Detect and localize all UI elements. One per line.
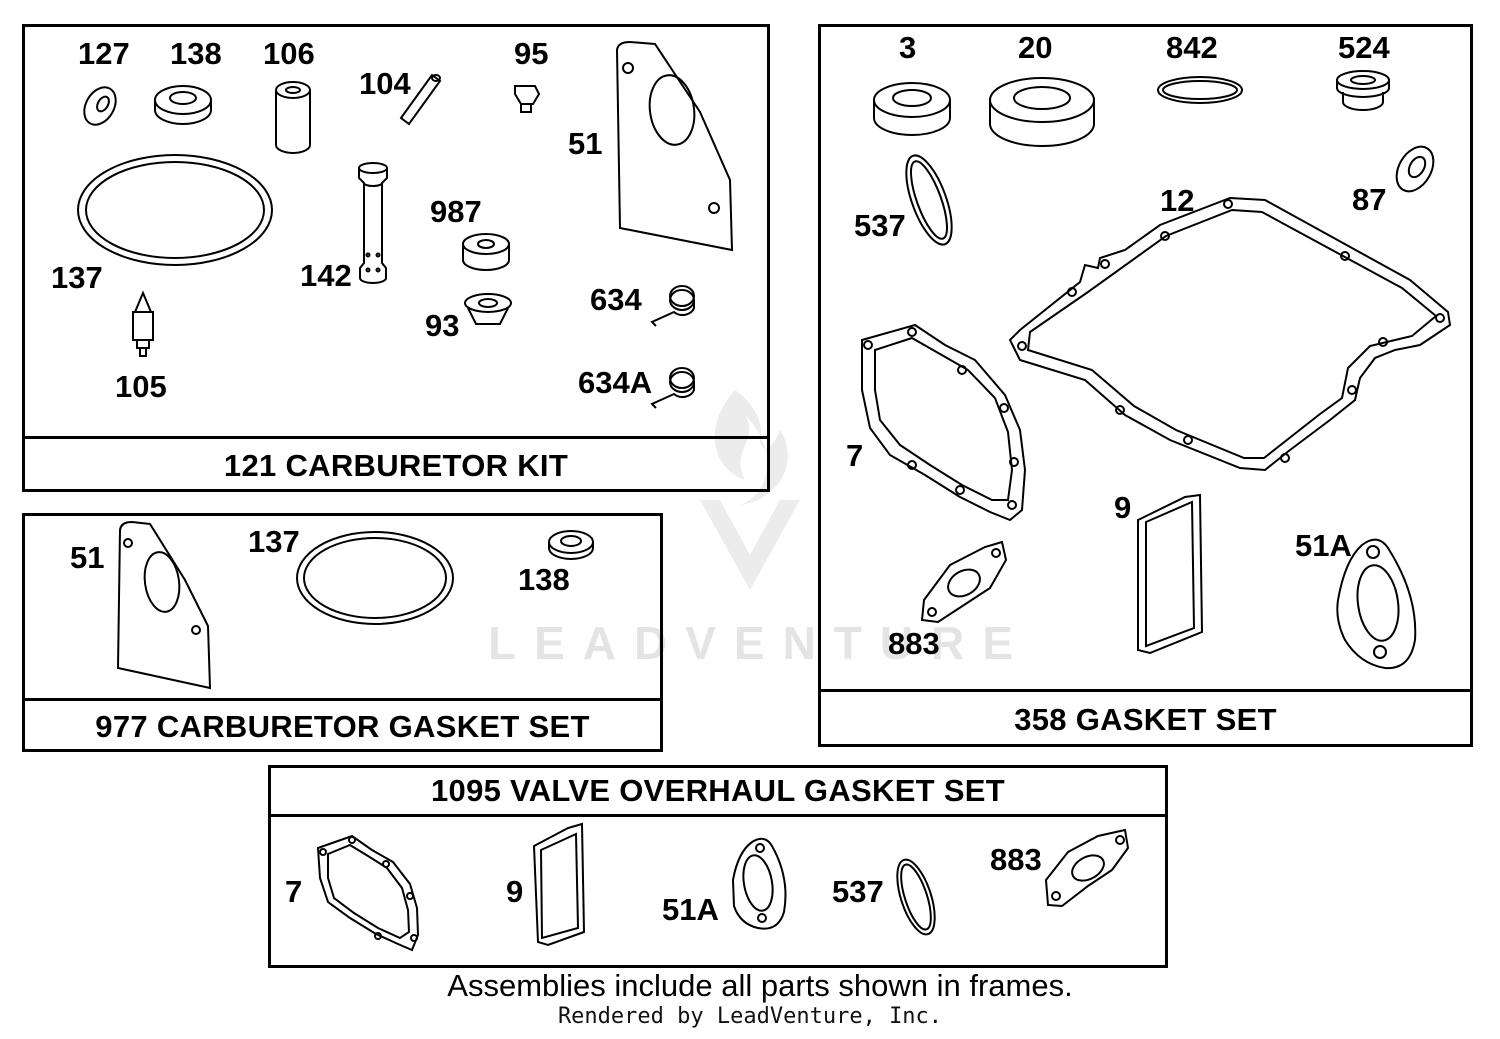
part-label: 20 [1018,30,1053,65]
part-label: 127 [78,36,130,71]
part-51-icon [118,522,210,688]
footer-note: Assemblies include all parts shown in fr… [447,968,1073,1003]
part-9-icon [1138,495,1202,653]
part-label: 106 [263,36,315,71]
part-51-icon [617,42,732,250]
part-3-icon [874,83,950,135]
part-137-icon [297,532,453,624]
part-label: 137 [248,524,300,559]
part-label: 95 [514,36,549,71]
part-label: 87 [1352,182,1387,217]
part-label: 12 [1160,183,1195,218]
part-label: 51A [662,892,719,927]
part-138-icon [155,86,211,124]
watermark-text: LEADVENTURE [488,617,1032,669]
part-label: 51 [568,126,603,161]
part-label: 7 [285,874,303,909]
part-7-icon [862,325,1025,520]
part-label: 883 [888,626,940,661]
part-537-icon [897,150,961,250]
part-12-icon [1010,198,1450,470]
part-883-icon [922,542,1006,622]
part-105-icon [133,293,153,356]
part-9-icon [534,824,584,945]
part-51a-icon [1337,540,1415,668]
part-142-icon [359,163,387,283]
part-label: 9 [1114,490,1132,525]
part-label: 104 [359,66,411,101]
part-138-icon [549,531,593,559]
part-label: 138 [518,562,570,597]
part-95-icon [515,86,539,112]
part-label: 7 [846,438,864,473]
part-label: 3 [899,30,917,65]
part-label: 987 [430,194,482,229]
part-label: 524 [1338,30,1390,65]
part-7-icon [318,836,418,950]
part-106-icon [276,82,310,153]
part-label: 93 [425,308,460,343]
part-label: 51A [1295,528,1352,563]
frame-carburetor-gasket-set: 977 CARBURETOR GASKET SET [22,513,663,752]
part-label: 9 [506,874,524,909]
part-label: 137 [51,260,103,295]
part-634-icon [652,286,694,326]
part-label: 105 [115,369,167,404]
part-842-icon [1158,77,1242,103]
part-label: 142 [300,258,352,293]
part-20-icon [990,78,1094,146]
part-label: 537 [854,208,906,243]
frame-gasket-set: 358 GASKET SET [818,24,1473,747]
part-883-icon [1046,830,1128,906]
part-51a-icon [733,839,786,929]
part-87-icon [1389,140,1441,198]
frame-valve-overhaul-set: 1095 VALVE OVERHAUL GASKET SET [268,765,1168,968]
part-label: 634A [578,365,653,400]
part-label: 51 [70,540,105,575]
part-634a-icon [652,368,694,408]
part-127-icon [78,82,122,131]
part-label: 883 [990,842,1042,877]
part-label: 537 [832,874,884,909]
part-93-icon [465,294,511,324]
kit-title: 121 CARBURETOR KIT [25,436,767,492]
frame-carburetor-kit: 121 CARBURETOR KIT [22,24,770,492]
part-137-icon [78,155,272,265]
part-104-icon [401,75,440,124]
part-524-icon [1337,71,1389,110]
kit-title: 1095 VALVE OVERHAUL GASKET SET [271,768,1165,817]
render-credit: Rendered by LeadVenture, Inc. [557,1004,943,1029]
part-537-icon [890,855,943,938]
part-987-icon [463,234,509,270]
part-label: 634 [590,282,642,317]
kit-title: 358 GASKET SET [821,689,1470,747]
kit-title: 977 CARBURETOR GASKET SET [25,698,660,752]
part-label: 842 [1166,30,1218,65]
part-label: 138 [170,36,222,71]
